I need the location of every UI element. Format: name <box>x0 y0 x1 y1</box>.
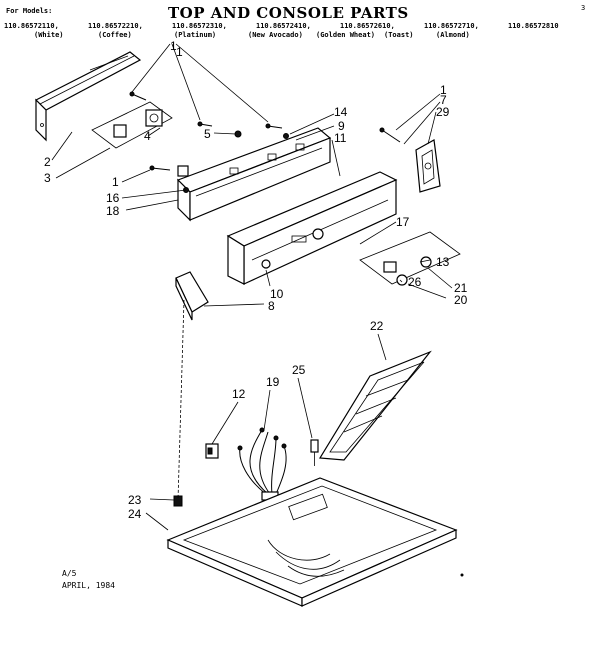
footer-code: A/5 <box>62 569 77 578</box>
callout-16: 16 <box>106 191 120 205</box>
callout-9: 9 <box>338 119 345 133</box>
callout-25: 25 <box>292 363 306 377</box>
callout-22: 22 <box>370 319 384 333</box>
callout-24: 24 <box>128 507 142 521</box>
model-number: 110.86572810 <box>508 22 559 30</box>
screw-set-part <box>129 91 401 193</box>
callout-29: 29 <box>436 105 450 119</box>
callout-13: 13 <box>436 255 450 269</box>
callout-23: 23 <box>128 493 142 507</box>
door-panel-part <box>175 271 209 321</box>
model-number: 110.86572710, <box>424 22 479 30</box>
footer-date: APRIL, 1984 <box>62 581 115 590</box>
callout-2: 2 <box>44 155 51 169</box>
connector-part <box>205 443 219 459</box>
rear-bracket-part <box>34 51 142 142</box>
switch-bracket-part <box>359 231 461 286</box>
callout-17: 17 <box>396 215 410 229</box>
speck-mark <box>460 573 464 577</box>
model-number: 110.86572410, <box>256 22 311 30</box>
model-number: 110.86572110, <box>4 22 59 30</box>
callout-1: 1 <box>440 83 447 97</box>
wire-harness-part <box>237 427 287 501</box>
console-panel-part <box>226 171 398 285</box>
callout-8: 8 <box>268 299 275 313</box>
timer-bracket-part <box>91 101 173 149</box>
leader-lines <box>51 43 453 531</box>
callout-21: 21 <box>454 281 468 295</box>
callout-20: 20 <box>454 293 468 307</box>
color-name: (Almond) <box>436 31 470 39</box>
callout-26: 26 <box>408 275 422 289</box>
callout-11: 11 <box>334 131 347 145</box>
callout-4: 4 <box>144 129 151 143</box>
color-name: (Golden Wheat) <box>316 31 376 39</box>
model-number: 110.86572210, <box>88 22 143 30</box>
for-models-label: For Models: <box>6 7 53 15</box>
callout-10: 10 <box>270 287 284 301</box>
callout-18: 18 <box>106 204 120 218</box>
callout-7: 7 <box>440 93 447 107</box>
callout-1: 1 <box>176 45 183 59</box>
model-number: 110.86572310, <box>172 22 227 30</box>
color-name: (New Avocado) <box>248 31 303 39</box>
callout-19: 19 <box>266 375 280 389</box>
callout-1: 1 <box>170 39 177 53</box>
callout-1: 1 <box>112 175 119 189</box>
color-name: (White) <box>34 31 64 39</box>
callout-12: 12 <box>232 387 246 401</box>
callout-3: 3 <box>44 171 51 185</box>
top-panel-part <box>166 477 458 607</box>
lint-grille-part <box>318 350 432 461</box>
end-cap-part <box>415 139 441 193</box>
callout-14: 14 <box>334 105 348 119</box>
color-name: (Toast) <box>384 31 414 39</box>
color-name: (Platinum) <box>174 31 217 39</box>
model-number: 110.86572610, <box>340 22 395 30</box>
page-mark: 3 <box>581 4 586 12</box>
page-title: TOP AND CONSOLE PARTS <box>168 4 409 22</box>
callout-labels: 1 2 3 1 16 18 4 5 1 14 9 11 1 7 29 17 13… <box>44 39 468 521</box>
callout-5: 5 <box>204 127 211 141</box>
screw-part <box>310 439 319 466</box>
color-name: (Coffee) <box>98 31 132 39</box>
